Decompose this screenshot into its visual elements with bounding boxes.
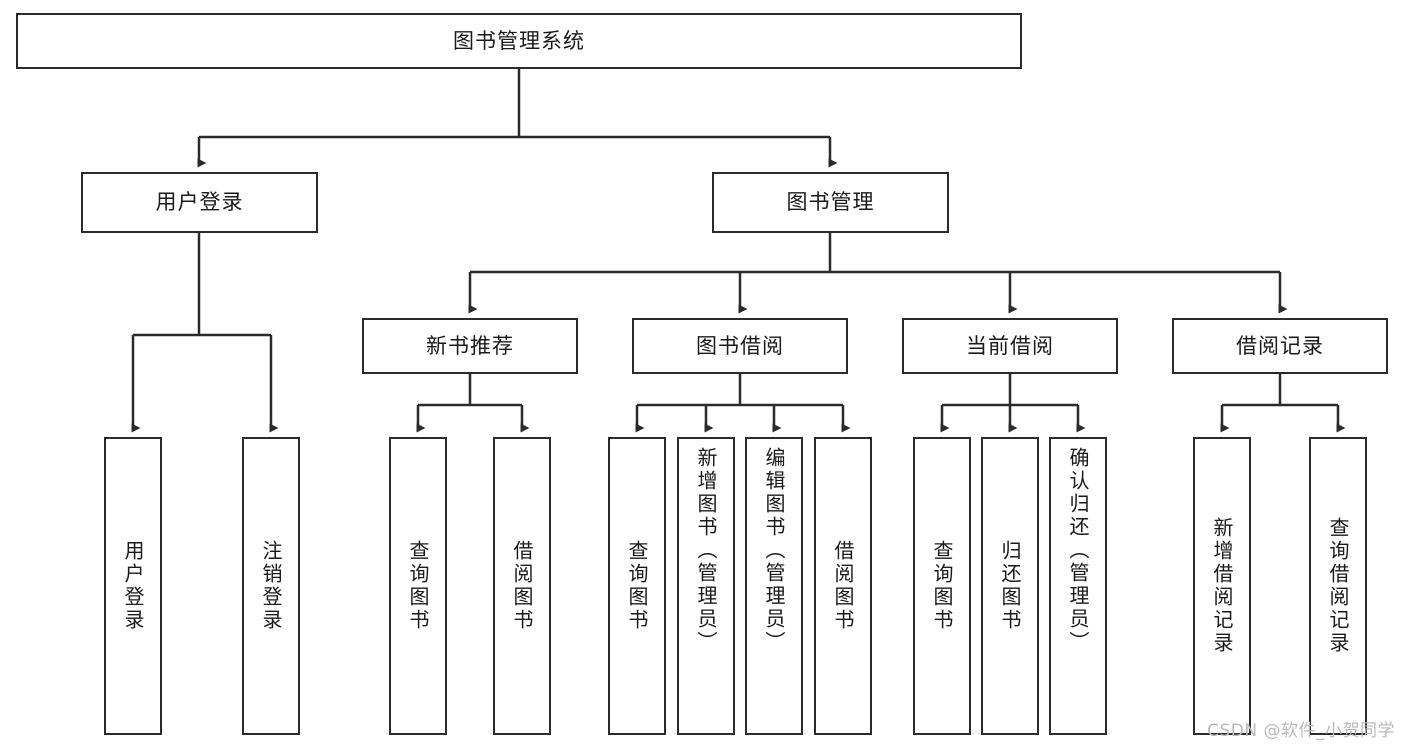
node-current-borrow[interactable]: 当前借阅 [902, 318, 1118, 374]
node-borrow-record[interactable]: 借阅记录 [1172, 318, 1388, 374]
node-book-borrow-label: 图书借阅 [696, 333, 784, 358]
leaf-new-book-query-label: 查询图书 [406, 540, 430, 632]
leaf-user-login-logout-label: 注销登录 [259, 540, 283, 632]
leaf-book-borrow-query-label: 查询图书 [625, 540, 649, 632]
node-new-book-recommend-label: 新书推荐 [426, 333, 514, 358]
leaf-user-login-logout[interactable]: 注销登录 [242, 437, 300, 735]
node-book-borrow[interactable]: 图书借阅 [632, 318, 848, 374]
node-user-login[interactable]: 用户登录 [81, 172, 318, 233]
leaf-borrow-record-add[interactable]: 新增借阅记录 [1193, 437, 1251, 735]
leaf-borrow-record-add-label: 新增借阅记录 [1210, 517, 1234, 655]
leaf-current-borrow-query[interactable]: 查询图书 [913, 437, 971, 735]
leaf-new-book-borrow[interactable]: 借阅图书 [493, 437, 551, 735]
node-root-system[interactable]: 图书管理系统 [16, 13, 1022, 69]
leaf-current-borrow-confirm[interactable]: 确认归还（管理员） [1049, 437, 1107, 735]
leaf-new-book-query[interactable]: 查询图书 [389, 437, 447, 735]
leaf-book-borrow-borrow-label: 借阅图书 [831, 540, 855, 632]
leaf-current-borrow-query-label: 查询图书 [930, 540, 954, 632]
leaf-book-borrow-add-label: 新增图书（管理员） [694, 447, 718, 654]
node-user-login-label: 用户登录 [155, 190, 244, 215]
leaf-book-borrow-borrow[interactable]: 借阅图书 [814, 437, 872, 735]
leaf-user-login-login-label: 用户登录 [121, 540, 145, 632]
leaf-user-login-login[interactable]: 用户登录 [104, 437, 162, 735]
node-borrow-record-label: 借阅记录 [1236, 333, 1324, 358]
leaf-book-borrow-edit[interactable]: 编辑图书（管理员） [745, 437, 803, 735]
leaf-new-book-borrow-label: 借阅图书 [510, 540, 534, 632]
leaf-current-borrow-return-label: 归还图书 [998, 540, 1022, 632]
leaf-book-borrow-query[interactable]: 查询图书 [608, 437, 666, 735]
leaf-book-borrow-add[interactable]: 新增图书（管理员） [677, 437, 735, 735]
leaf-current-borrow-confirm-label: 确认归还（管理员） [1066, 447, 1090, 654]
node-root-system-label: 图书管理系统 [453, 28, 585, 53]
node-book-management-label: 图书管理 [786, 190, 875, 215]
node-current-borrow-label: 当前借阅 [966, 333, 1054, 358]
leaf-borrow-record-query[interactable]: 查询借阅记录 [1309, 437, 1367, 735]
leaf-book-borrow-edit-label: 编辑图书（管理员） [762, 447, 786, 654]
node-book-management[interactable]: 图书管理 [712, 172, 949, 233]
leaf-current-borrow-return[interactable]: 归还图书 [981, 437, 1039, 735]
leaf-borrow-record-query-label: 查询借阅记录 [1326, 517, 1350, 655]
node-new-book-recommend[interactable]: 新书推荐 [362, 318, 578, 374]
